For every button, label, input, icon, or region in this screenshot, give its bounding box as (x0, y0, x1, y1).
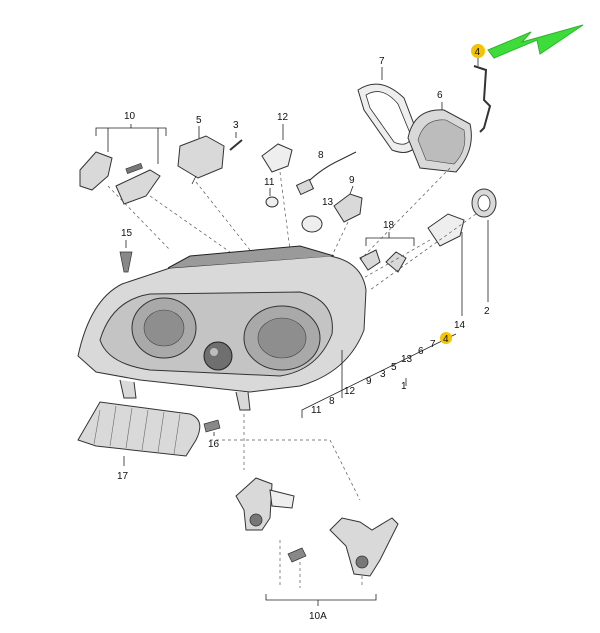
label-4-mid: 4 (443, 334, 449, 345)
main-beam-bulb (427, 213, 465, 247)
label-6-top: 6 (437, 90, 443, 101)
screw-15 (119, 251, 133, 273)
label-8-top: 8 (318, 150, 324, 161)
label-16: 16 (208, 439, 220, 450)
screw-10a (287, 547, 307, 563)
highlight-marker-mid (440, 332, 452, 344)
label-17: 17 (117, 471, 129, 482)
label-12-top: 12 (277, 112, 289, 123)
label-3-top: 3 (233, 120, 239, 131)
label-11-top: 11 (264, 177, 275, 188)
label-7-top: 7 (379, 56, 385, 67)
label-13: 13 (401, 354, 413, 365)
label-18: 18 (383, 220, 395, 231)
wire-clip (473, 65, 492, 133)
adjuster-bracket-right (115, 169, 161, 205)
label-6: 6 (418, 346, 424, 357)
label-sequence-part-1: 11 8 12 9 3 5 13 6 7 4 1 (301, 332, 457, 418)
label-4-top: 4 (475, 47, 481, 58)
highlight-marker-top (471, 44, 485, 58)
label-5: 5 (391, 362, 397, 373)
label-15: 15 (121, 228, 133, 239)
green-arrow-icon (487, 24, 584, 59)
clip-right (385, 251, 407, 273)
turn-signal-bulb (301, 215, 323, 233)
clip-left (359, 249, 381, 271)
bulb-h7 (261, 143, 293, 173)
bulb-socket (333, 193, 363, 223)
headlight-range-motor (177, 135, 225, 179)
label-10: 10 (124, 111, 136, 122)
label-5-top: 5 (196, 115, 202, 126)
screw-16 (203, 419, 221, 433)
label-13-top: 13 (322, 197, 334, 208)
label-10a: 10A (309, 611, 327, 622)
label-12: 12 (344, 386, 356, 397)
headlight-housing (77, 245, 367, 411)
label-14: 14 (454, 320, 466, 331)
mounting-bracket-left (235, 477, 295, 531)
label-2: 2 (484, 306, 490, 317)
mounting-bracket-right (329, 517, 399, 577)
small-bulb (265, 196, 279, 208)
fog-lamp-cover (77, 401, 201, 457)
label-1: 1 (401, 381, 407, 392)
label-9-top: 9 (349, 175, 355, 186)
projector-lens (203, 341, 233, 371)
label-3: 3 (380, 369, 386, 380)
label-9: 9 (366, 376, 372, 387)
adjuster-bracket-left (79, 151, 113, 191)
label-8: 8 (329, 396, 335, 407)
label-11: 11 (311, 405, 322, 416)
label-7: 7 (430, 339, 436, 350)
